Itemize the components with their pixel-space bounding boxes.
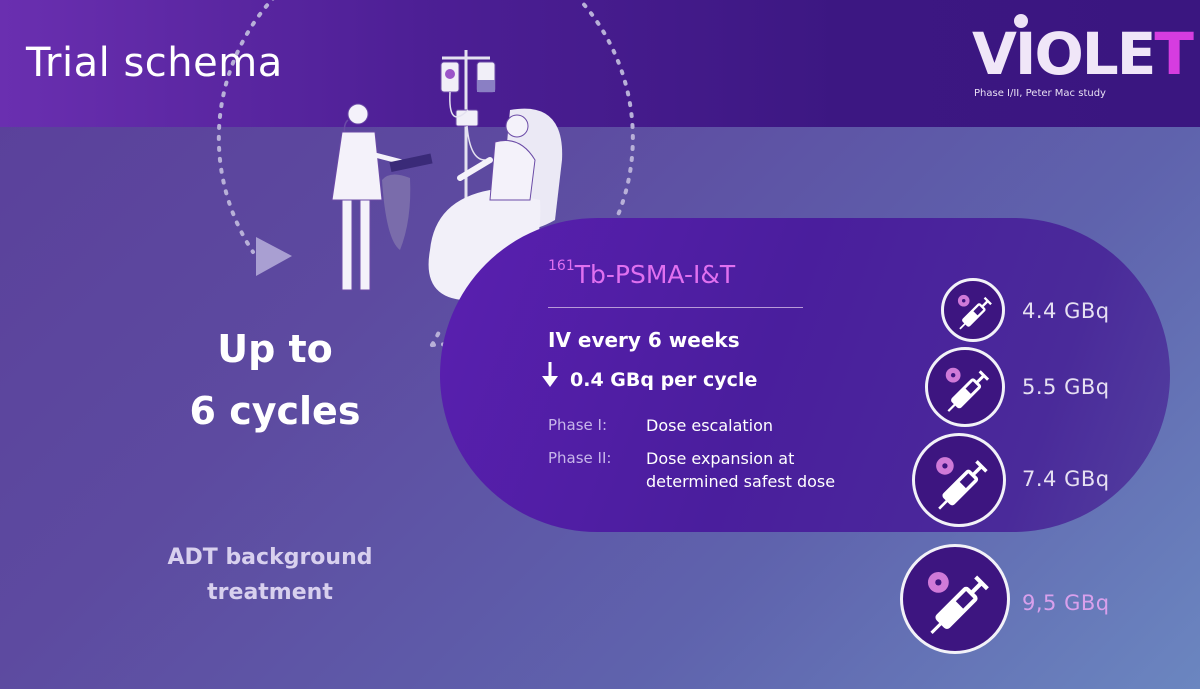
cycles-text: Up to 6 cycles [189, 327, 361, 433]
syringe-icon [941, 278, 1005, 342]
logo-dot-icon [1014, 14, 1028, 28]
dose-label: 5.5 GBq [1022, 375, 1110, 399]
phase-1-description: Dose escalation [646, 416, 774, 435]
adt-background-text: ADT background treatment [167, 545, 373, 605]
phase-2-label: Phase II: [548, 449, 612, 467]
regimen-panel [440, 218, 1170, 532]
violet-logo: VIOLET Phase I/II, Peter Mac study [972, 12, 1194, 102]
iv-treatment-illustration [331, 50, 563, 301]
drug-name: 161Tb-PSMA-I&T [548, 258, 736, 289]
logo-subtitle: Phase I/II, Peter Mac study [974, 88, 1106, 99]
syringe-icon [925, 347, 1005, 427]
dose-step: 0.4 GBq per cycle [570, 369, 758, 391]
dose-label: 7.4 GBq [1022, 467, 1110, 491]
dose-label: 9,5 GBq [1022, 591, 1110, 615]
phase-1-label: Phase I: [548, 416, 608, 434]
page-title: Trial schema [26, 40, 283, 86]
syringe-icon [912, 433, 1006, 527]
logo-wordmark: VIOLET [972, 20, 1194, 88]
divider [548, 307, 803, 308]
phase-2-description: Dose expansion at determined safest dose [646, 449, 836, 491]
arrow-down-icon [542, 362, 558, 387]
dosing-frequency: IV every 6 weeks [548, 328, 740, 352]
dose-label: 4.4 GBq [1022, 299, 1110, 323]
cycle-arrow-icon [256, 237, 292, 276]
syringe-icon [900, 544, 1010, 654]
header-banner: Trial schema VIOLET Phase I/II, Peter Ma… [0, 0, 1200, 127]
